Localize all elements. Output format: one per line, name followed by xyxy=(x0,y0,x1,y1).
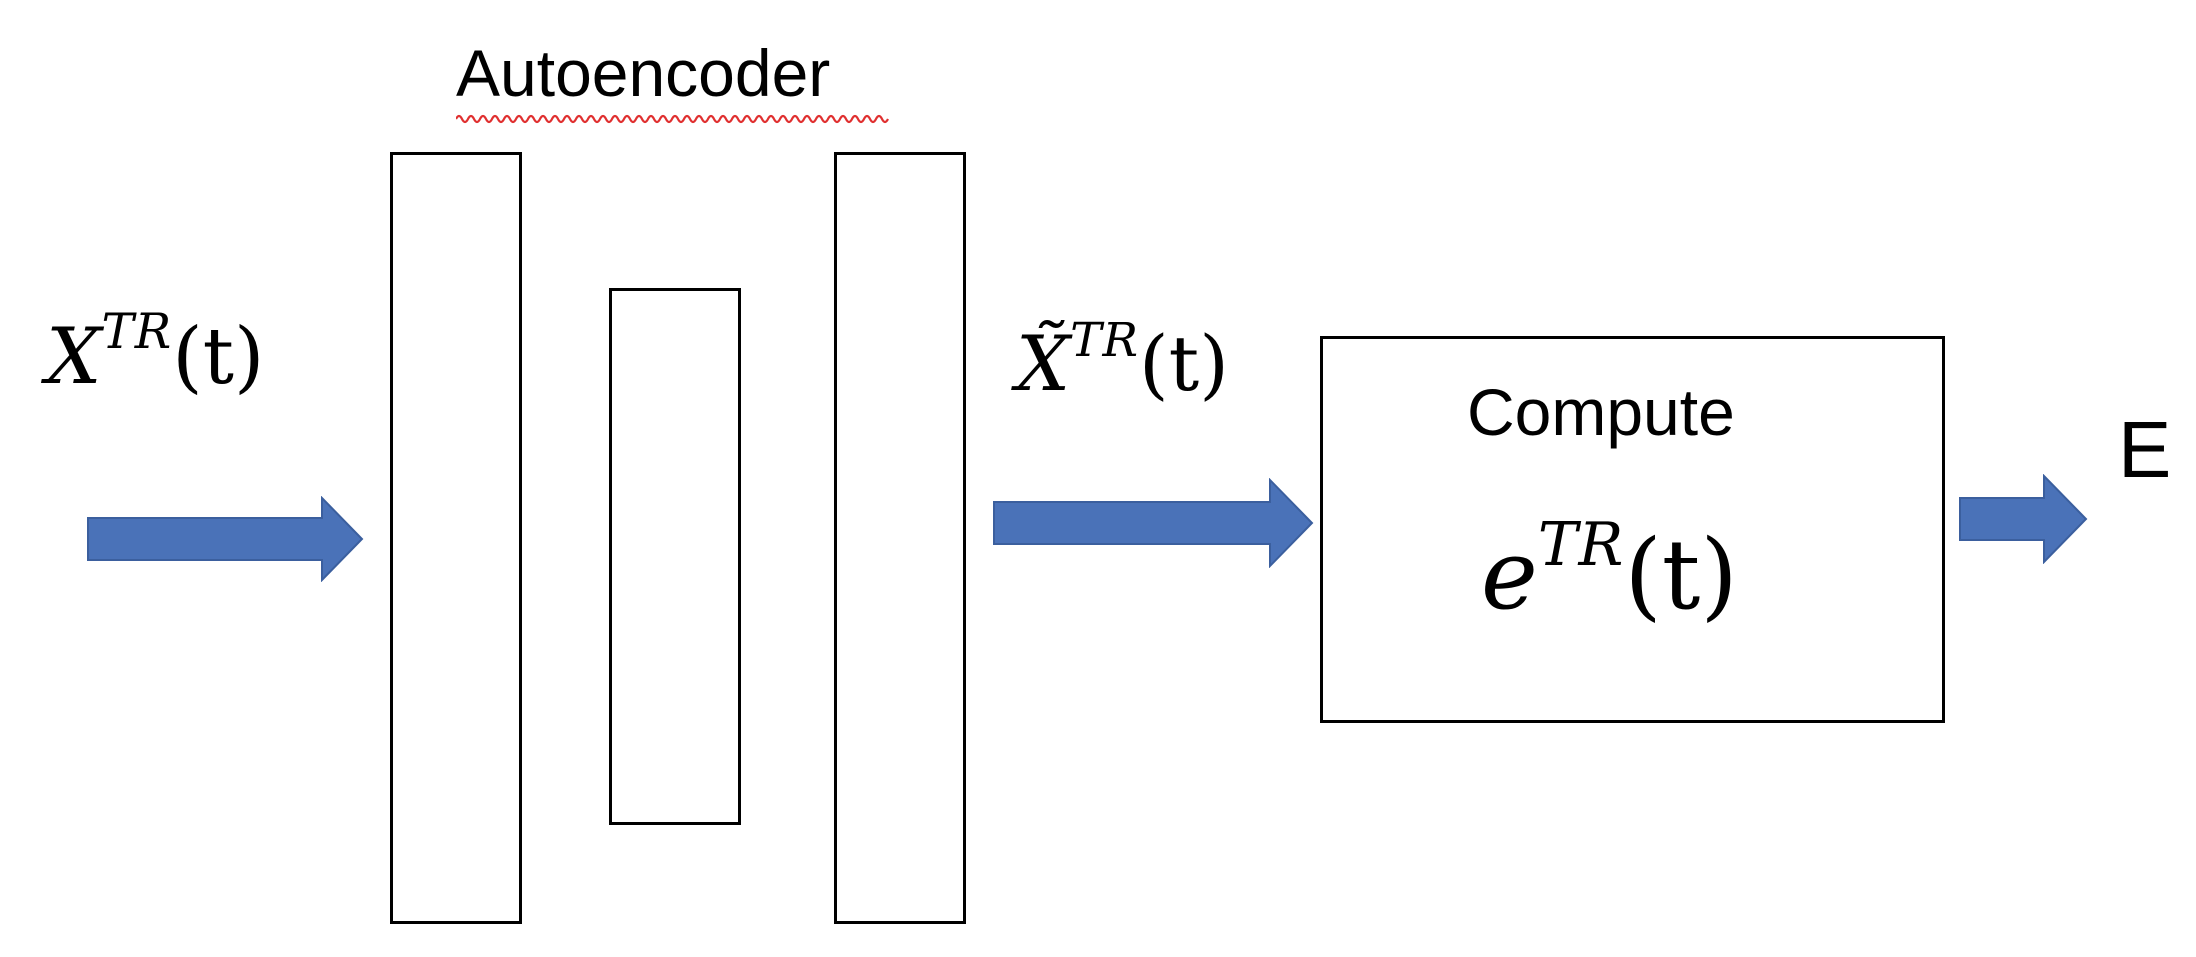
bottleneck-layer-box xyxy=(609,288,741,825)
compute-formula-base: e xyxy=(1481,519,1538,631)
spellcheck-underline xyxy=(456,114,889,124)
output-arrow-shape xyxy=(1959,474,2088,564)
autoencoder-title: Autoencoder xyxy=(456,36,831,110)
input-label-superscript: TR xyxy=(101,304,173,361)
compute-title: Compute xyxy=(1467,375,1735,449)
reconstructed-label: X̃TR(t) xyxy=(1016,317,1229,402)
input-label-argument: (t) xyxy=(172,312,265,402)
compute-formula: eTR(t) xyxy=(1481,516,1738,623)
output-label: E xyxy=(2118,405,2172,494)
compute-formula-superscript: TR xyxy=(1537,511,1625,581)
output-arrow xyxy=(1958,474,2090,564)
input-arrow-shape xyxy=(87,496,364,582)
reconstruction-arrow-shape xyxy=(993,478,1314,568)
reconstructed-label-base: X̃ xyxy=(1016,319,1071,408)
input-label-base: X xyxy=(46,312,102,402)
decoder-layer-box xyxy=(834,152,966,924)
input-label: XTR(t) xyxy=(46,308,264,396)
spellcheck-squiggle xyxy=(456,114,889,124)
reconstructed-label-argument: (t) xyxy=(1139,319,1229,408)
encoder-layer-box xyxy=(390,152,522,924)
reconstructed-label-superscript: TR xyxy=(1070,313,1140,369)
input-arrow xyxy=(86,496,366,582)
compute-formula-argument: (t) xyxy=(1624,519,1738,631)
reconstruction-arrow xyxy=(992,478,1316,568)
compute-box: Compute eTR(t) xyxy=(1320,336,1945,723)
